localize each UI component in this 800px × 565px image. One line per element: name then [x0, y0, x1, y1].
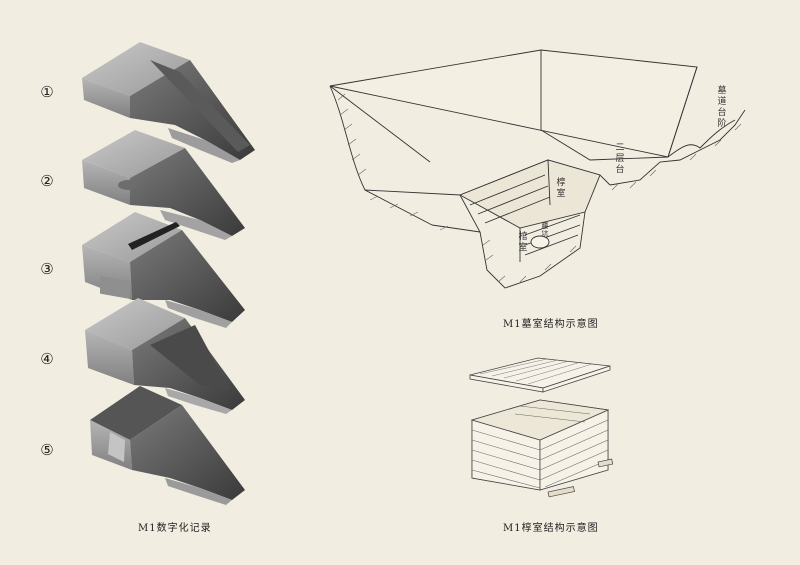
- label-waist-pit: 腰坑: [541, 222, 549, 238]
- record-number-4: ④: [40, 350, 54, 368]
- record-number-3: ③: [40, 260, 54, 278]
- tomb-structure-caption: M1墓室结构示意图: [503, 319, 599, 330]
- record-number-1: ①: [40, 83, 54, 101]
- model-2: [82, 130, 245, 240]
- label-second-ledge: 二层台: [615, 143, 625, 175]
- model-4: [85, 298, 245, 414]
- model-3: [82, 212, 245, 328]
- model-1: [82, 42, 255, 163]
- digital-record-caption: M1数字化记录: [138, 523, 212, 534]
- model-5: [90, 386, 245, 505]
- label-outer-coffin-chamber: 椁室: [556, 178, 566, 199]
- label-inner-coffin-chamber: 棺室: [518, 232, 528, 253]
- outer-coffin-caption: M1椁室结构示意图: [503, 523, 599, 534]
- record-number-5: ⑤: [40, 441, 54, 459]
- record-number-2: ②: [40, 172, 54, 190]
- label-tomb-passage-steps: 墓道台阶: [717, 86, 727, 129]
